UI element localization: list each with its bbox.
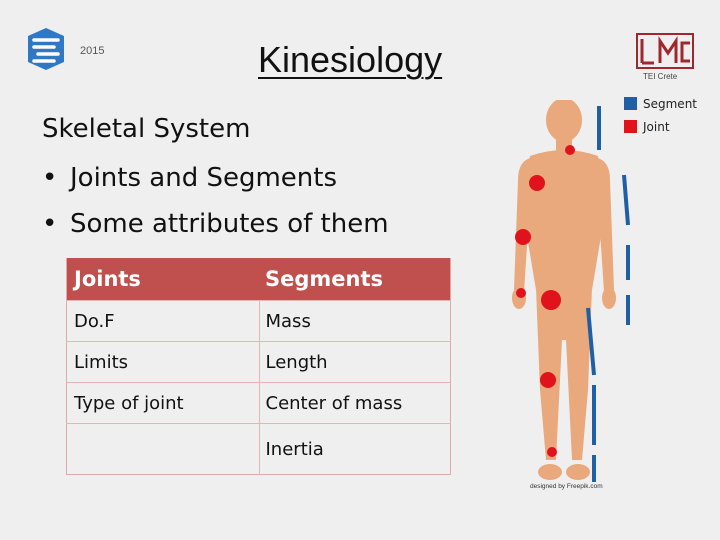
year-label: 2015 [80, 45, 105, 57]
figure-legend: Segment Joint [624, 92, 697, 138]
human-body-figure [512, 100, 630, 482]
table-cell [66, 423, 259, 475]
joint-swatch [624, 120, 637, 133]
table-cell: Do.F [66, 300, 259, 342]
figure-credit: designed by Freepik.com [530, 483, 603, 490]
segment-swatch [624, 97, 637, 110]
body-silhouette [512, 100, 616, 480]
table-cell: Limits [66, 341, 259, 383]
table-row: Inertia [66, 423, 451, 475]
table-cell: Center of mass [258, 382, 451, 424]
table-row: Type of joint Center of mass [66, 382, 451, 424]
bullet-text: Joints and Segments [70, 163, 338, 193]
attributes-table: Joints Segments Do.F Mass Limits Length … [66, 258, 451, 475]
bullet-item: • Some attributes of them [42, 206, 389, 252]
bullet-text: Some attributes of them [70, 209, 389, 239]
table-cell: Inertia [258, 423, 451, 475]
bullet-list: • Joints and Segments • Some attributes of… [42, 160, 389, 252]
bullet-item: • Joints and Segments [42, 160, 389, 206]
table-header-joints: Joints [66, 258, 259, 301]
university-logo-icon [28, 28, 64, 70]
bullet-marker: • [42, 209, 58, 239]
legend-item-joint: Joint [624, 115, 697, 138]
slide-title: Kinesiology [258, 39, 443, 80]
section-heading: Skeletal System [42, 114, 251, 144]
table-cell: Length [258, 341, 451, 383]
legend-item-segment: Segment [624, 92, 697, 115]
table-row: Limits Length [66, 341, 451, 383]
bullet-marker: • [42, 163, 58, 193]
legend-label-segment: Segment [643, 96, 697, 111]
lab-logo-caption: TEI Crete [643, 72, 678, 81]
table-header-segments: Segments [259, 258, 451, 301]
table-cell: Type of joint [66, 382, 259, 424]
table-cell: Mass [258, 300, 451, 342]
legend-label-joint: Joint [643, 119, 670, 134]
lab-logo-icon [636, 33, 694, 69]
table-row: Do.F Mass [66, 300, 451, 342]
segment-markers [586, 106, 630, 482]
joint-markers [515, 145, 575, 457]
table-header-row: Joints Segments [66, 258, 451, 301]
